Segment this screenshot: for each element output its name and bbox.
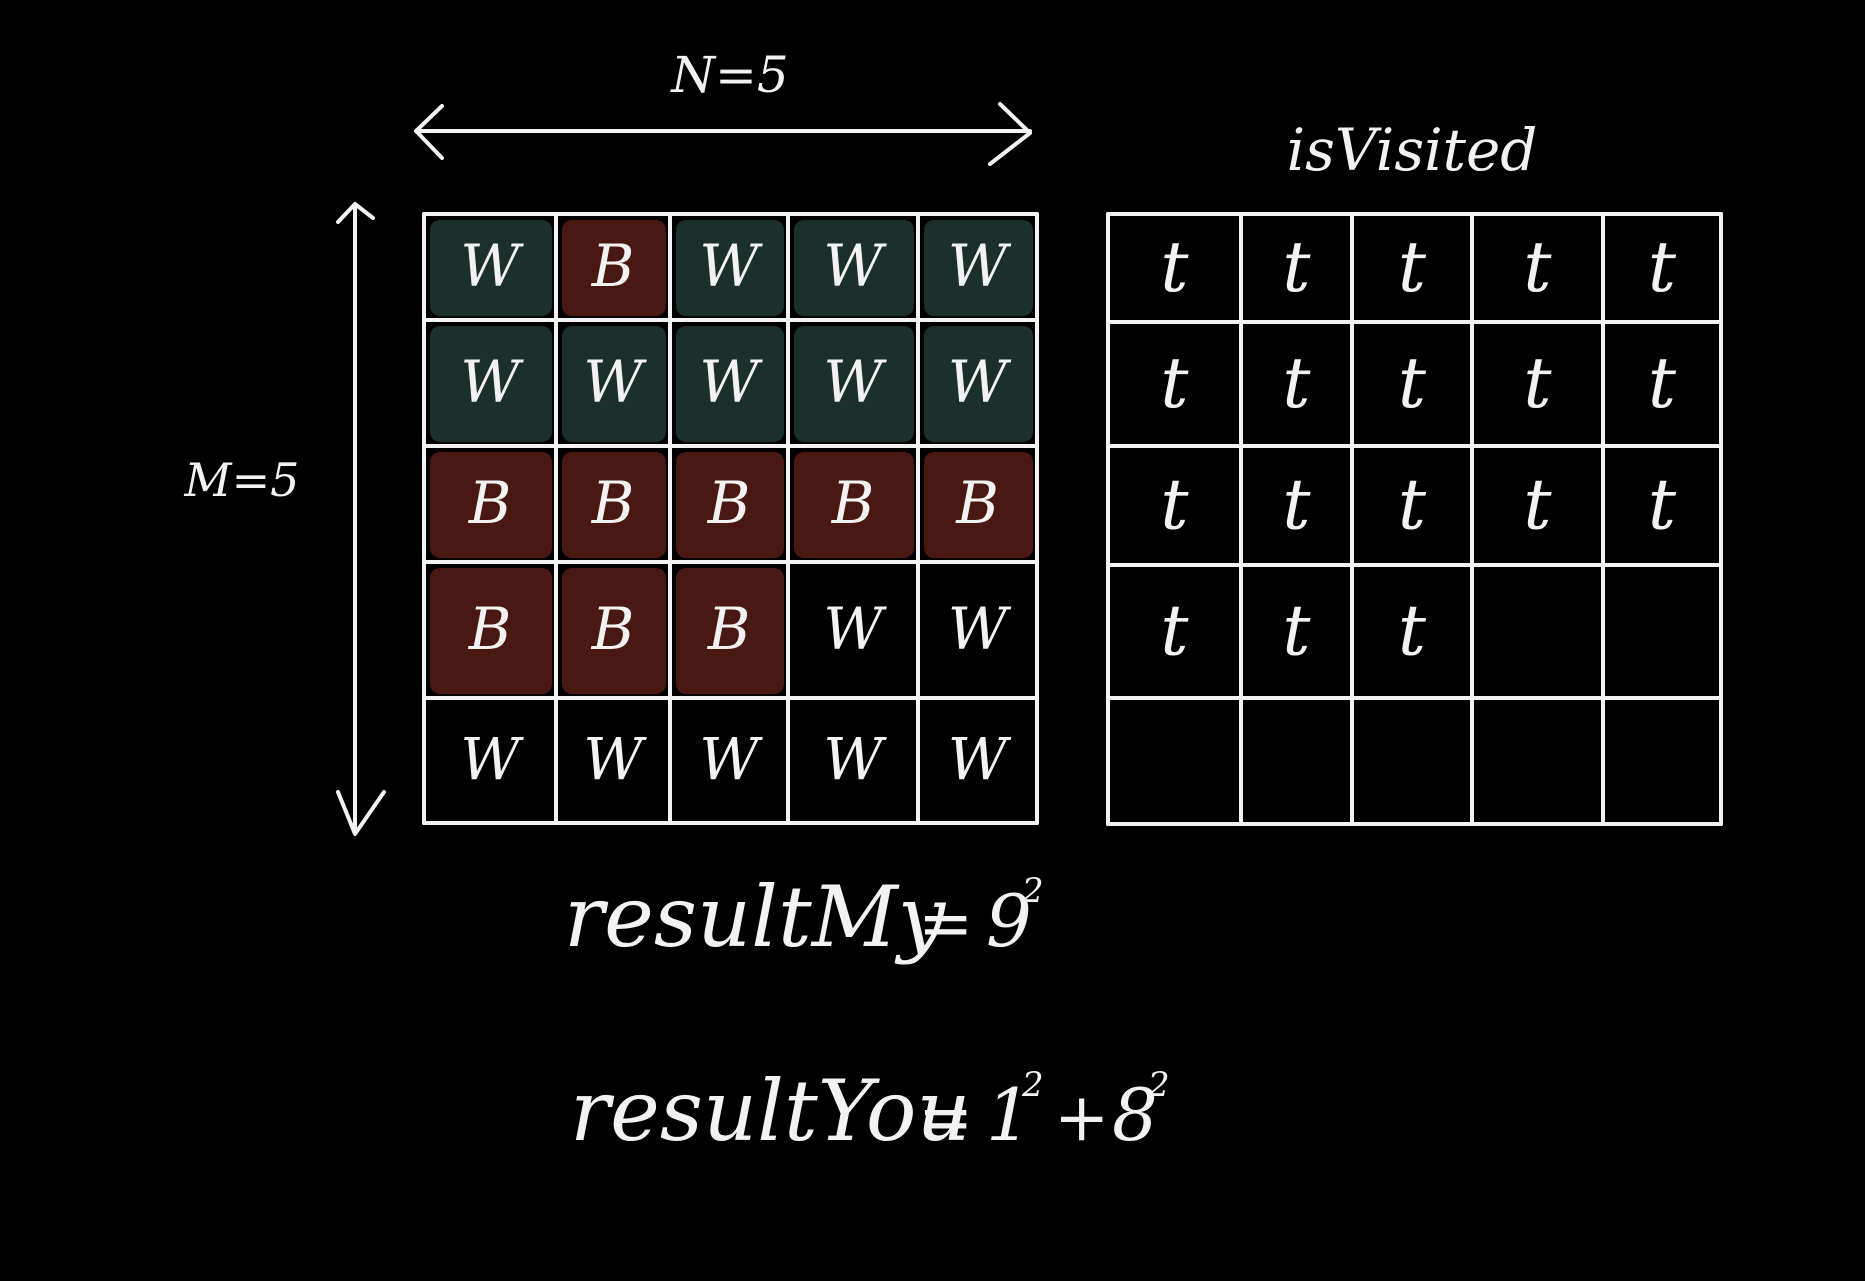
battlefield-highlight-white bbox=[676, 326, 784, 442]
battlefield-cell: B bbox=[468, 595, 512, 663]
result-you-base: 8 bbox=[1112, 1073, 1158, 1157]
battlefield-highlight-white bbox=[430, 220, 552, 316]
battlefield-cell: W bbox=[823, 348, 887, 416]
battlefield-cell: W bbox=[823, 726, 887, 794]
result-you-base: 1 bbox=[986, 1073, 1032, 1157]
result-you-label: resultYou bbox=[570, 1062, 971, 1160]
battlefield-cell: B bbox=[707, 595, 751, 663]
battlefield-highlight-white bbox=[562, 326, 666, 442]
m-dimension-label: M=5 bbox=[184, 453, 300, 507]
battlefield-cell: W bbox=[699, 726, 763, 794]
visited-cell: t bbox=[1160, 226, 1189, 308]
visited-cell: t bbox=[1648, 464, 1677, 546]
visited-cell: t bbox=[1398, 464, 1427, 546]
visited-cell: t bbox=[1160, 590, 1189, 672]
result-my: resultMy=92 bbox=[564, 868, 1044, 966]
battlefield-cell: B bbox=[591, 469, 635, 537]
battlefield-cell: B bbox=[831, 469, 875, 537]
battlefield-highlight-black bbox=[676, 568, 784, 694]
battlefield-cell: W bbox=[460, 726, 524, 794]
visited-cell: t bbox=[1282, 464, 1311, 546]
visited-cell: t bbox=[1398, 226, 1427, 308]
n-dimension-label: N=5 bbox=[670, 46, 788, 104]
battlefield-cell: W bbox=[699, 232, 763, 300]
visited-cell: t bbox=[1648, 342, 1677, 424]
visited-cell: t bbox=[1523, 464, 1552, 546]
battlefield-cell: W bbox=[948, 348, 1012, 416]
battlefield-highlight-white bbox=[676, 220, 784, 316]
battlefield-highlight-black bbox=[430, 452, 552, 558]
result-my-base: 9 bbox=[986, 879, 1032, 963]
battlefield-cell: W bbox=[460, 232, 524, 300]
n-dimension-arrow bbox=[414, 102, 1032, 166]
battlefield-cell: W bbox=[583, 348, 647, 416]
result-you: resultYou=12+82 bbox=[570, 1062, 1170, 1160]
battlefield-cell: W bbox=[583, 726, 647, 794]
result-you-exponent: 2 bbox=[1021, 1065, 1044, 1105]
battlefield-cell: W bbox=[948, 726, 1012, 794]
battlefield-cell: W bbox=[948, 595, 1012, 663]
result-my-equals: = bbox=[918, 885, 973, 962]
battlefield-cell: B bbox=[591, 595, 635, 663]
battlefield-cell: W bbox=[699, 348, 763, 416]
visited-cell: t bbox=[1523, 226, 1552, 308]
result-my-label: resultMy bbox=[564, 868, 947, 966]
battlefield-highlight-black bbox=[562, 220, 666, 316]
visited-cell: t bbox=[1160, 342, 1189, 424]
visited-title: isVisited bbox=[1287, 116, 1538, 184]
battlefield-highlight-white bbox=[794, 326, 914, 442]
battlefield-highlight-black bbox=[924, 452, 1033, 558]
result-you-equals: = bbox=[918, 1079, 973, 1156]
battlefield-highlight-black bbox=[562, 452, 666, 558]
battlefield-highlight-black bbox=[562, 568, 666, 694]
battlefield-cell: W bbox=[823, 595, 887, 663]
battlefield-cell: B bbox=[591, 232, 635, 300]
battlefield-highlight-white bbox=[924, 326, 1033, 442]
visited-cell: t bbox=[1282, 342, 1311, 424]
battlefield-highlight-white bbox=[794, 220, 914, 316]
visited-cell: t bbox=[1282, 226, 1311, 308]
battlefield-cell: B bbox=[468, 469, 512, 537]
battlefield-cell: W bbox=[460, 348, 524, 416]
battlefield-highlight-black bbox=[676, 452, 784, 558]
visited-cell: t bbox=[1523, 342, 1552, 424]
battlefield-cell: W bbox=[823, 232, 887, 300]
visited-cell: t bbox=[1282, 590, 1311, 672]
battlefield-highlight-white bbox=[430, 326, 552, 442]
visited-cell: t bbox=[1398, 590, 1427, 672]
visited-cell: t bbox=[1398, 342, 1427, 424]
visited-cell: t bbox=[1160, 464, 1189, 546]
battlefield-highlight-black bbox=[794, 452, 914, 558]
result-you-exponent: 2 bbox=[1147, 1065, 1170, 1105]
result-you-operator: + bbox=[1054, 1079, 1109, 1156]
visited-cell: t bbox=[1648, 226, 1677, 308]
battlefield-cell: B bbox=[707, 469, 751, 537]
battlefield-highlight-white bbox=[924, 220, 1033, 316]
battlefield-cell: B bbox=[955, 469, 999, 537]
battlefield-cell: W bbox=[948, 232, 1012, 300]
battlefield-highlight-black bbox=[430, 568, 552, 694]
m-dimension-arrow bbox=[336, 202, 386, 836]
result-my-exponent: 2 bbox=[1021, 871, 1044, 911]
